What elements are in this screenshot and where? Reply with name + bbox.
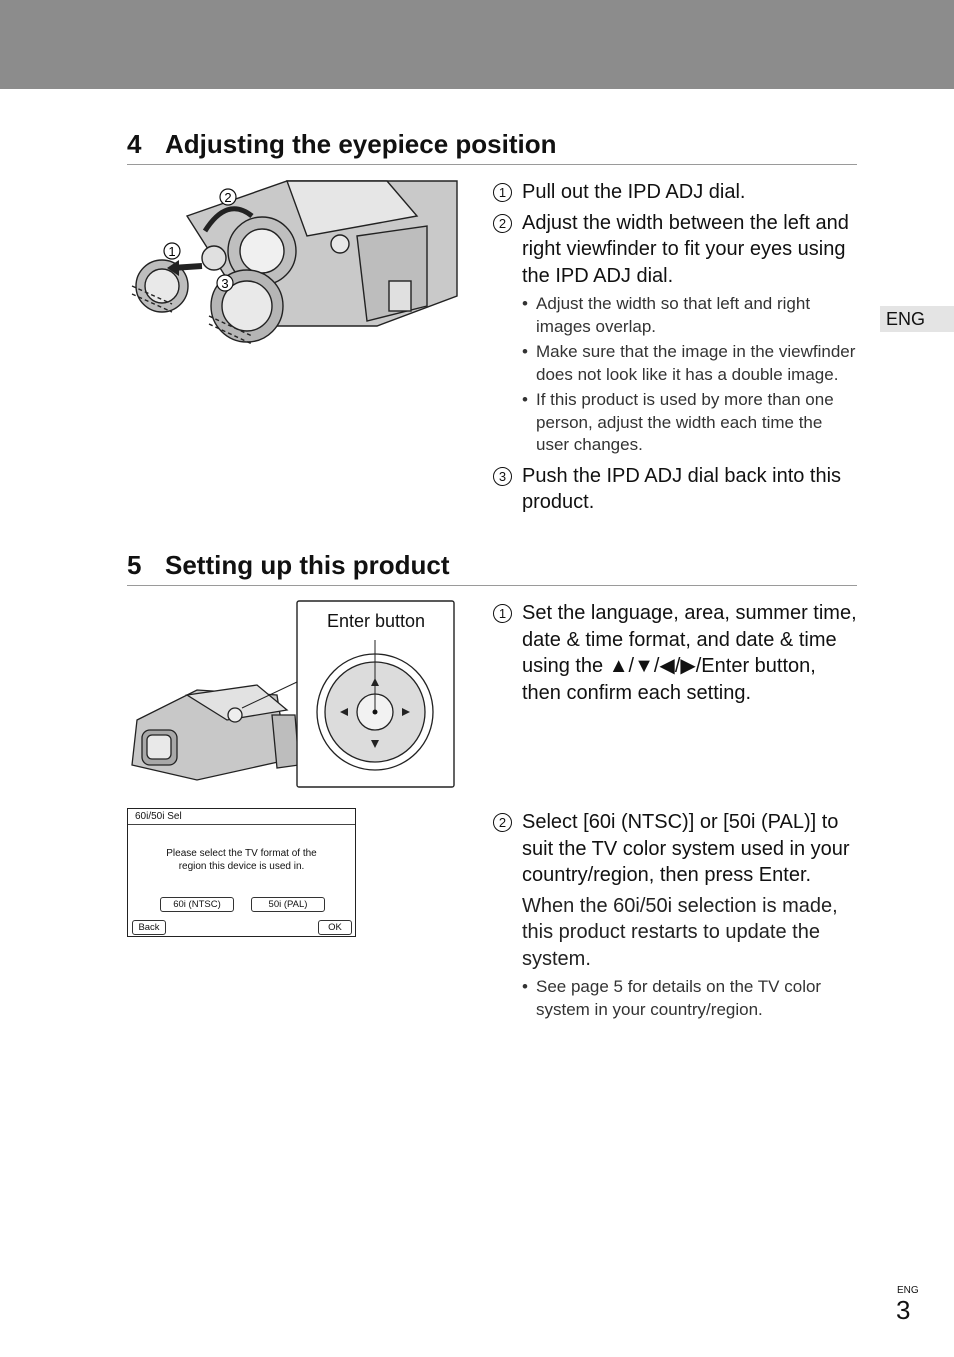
format-select-dialog: 60i/50i Sel Please select the TV format … — [127, 808, 356, 937]
step-marker: 2 — [493, 213, 512, 233]
dialog-message-line: Please select the TV format of the — [166, 848, 317, 859]
section-title: Setting up this product — [165, 550, 450, 580]
section-4-heading: 4 Adjusting the eyepiece position — [127, 129, 857, 165]
step-text: Pull out the IPD ADJ dial. — [522, 181, 746, 203]
pal-option-button[interactable]: 50i (PAL) — [251, 897, 325, 912]
section-title: Adjusting the eyepiece position — [165, 129, 557, 159]
bullet-item: Make sure that the image in the viewfind… — [521, 341, 857, 386]
section-number: 4 — [127, 129, 142, 159]
step-note: When the 60i/50i selection is made, this… — [522, 894, 838, 970]
bullet-item: See page 5 for details on the TV color s… — [521, 976, 857, 1021]
step-text: Adjust the width between the left and ri… — [522, 211, 849, 287]
step-1: 1 Pull out the IPD ADJ dial. — [493, 179, 857, 206]
step-text: Push the IPD ADJ dial back into this pro… — [522, 464, 842, 514]
callout-2: 2 — [224, 190, 231, 205]
callout-2-circle — [219, 188, 237, 206]
back-button[interactable]: Back — [132, 920, 166, 935]
callout-1-circle — [163, 242, 181, 260]
footer-language: ENG — [897, 1285, 919, 1296]
dialog-title: 60i/50i Sel — [135, 811, 182, 822]
language-tab: ENG — [880, 306, 954, 332]
step-text: Select [60i (NTSC)] or [50i (PAL)] to su… — [522, 811, 850, 886]
section-5-heading: 5 Setting up this product — [127, 550, 857, 586]
step-marker: 2 — [493, 813, 512, 832]
ok-button[interactable]: OK — [318, 920, 352, 935]
dialog-message-line: region this device is used in. — [178, 861, 305, 872]
enter-button-illustration — [131, 600, 455, 788]
step-text: Set the language, area, summer time, dat… — [522, 602, 857, 704]
callout-1: 1 — [168, 244, 175, 259]
header-bar — [0, 0, 954, 89]
dialog-divider — [128, 824, 355, 825]
bullet-item: Adjust the width so that left and right … — [521, 293, 857, 338]
bullet-item: If this product is used by more than one… — [521, 389, 857, 457]
enter-button-label: Enter button — [326, 611, 426, 631]
step-marker: 1 — [493, 604, 512, 623]
callout-3: 3 — [221, 276, 228, 291]
binocular-eyepiece-illustration: 2 1 3 — [127, 176, 459, 358]
dialog-message: Please select the TV format of the regio… — [128, 847, 355, 873]
step-2: 2 Select [60i (NTSC)] or [50i (PAL)] to … — [493, 809, 857, 889]
section-number: 5 — [127, 550, 142, 580]
step-marker: 1 — [493, 183, 512, 202]
step-1: 1 Set the language, area, summer time, d… — [493, 600, 857, 706]
step-2: 2 Adjust the width between the left and … — [493, 210, 857, 290]
step-marker: 3 — [493, 466, 512, 486]
page-number: 3 — [896, 1295, 911, 1325]
section-5-step-1: 1 Set the language, area, summer time, d… — [493, 600, 857, 710]
callout-3-circle — [216, 274, 234, 292]
ntsc-option-button[interactable]: 60i (NTSC) — [160, 897, 234, 912]
step-3: 3 Push the IPD ADJ dial back into this p… — [493, 463, 857, 516]
section-4-steps: 1 Pull out the IPD ADJ dial. 2 Adjust th… — [493, 179, 857, 520]
section-5-step-2: 2 Select [60i (NTSC)] or [50i (PAL)] to … — [493, 809, 857, 1024]
